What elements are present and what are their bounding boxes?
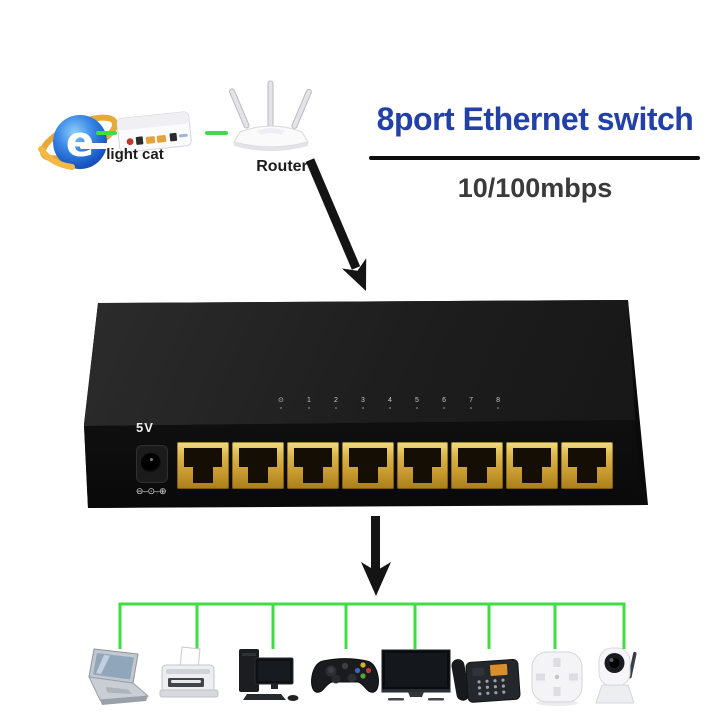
title-divider [369, 156, 700, 160]
access-point-icon [531, 651, 583, 706]
arrow-switch-to-devices [361, 516, 391, 596]
device-game-controller [307, 645, 383, 713]
polarity-symbol: ⊖–⊙–⊕ [135, 486, 167, 496]
ip-phone-icon [451, 658, 521, 703]
led-label-3: 3 [361, 397, 365, 409]
led-label-1: 1 [307, 397, 311, 409]
rj45-port [341, 442, 394, 489]
led-label-4: 4 [388, 397, 392, 409]
printer-icon [159, 646, 219, 698]
tree-backbone [118, 602, 626, 649]
device-laptop [80, 645, 156, 713]
led-indicator-row: ⊙ 1 2 3 4 5 6 7 8 [278, 397, 500, 409]
router-icon [229, 80, 312, 151]
device-printer [152, 645, 228, 713]
product-title: 8port Ethernet switch [376, 101, 694, 137]
tv-icon [381, 649, 451, 701]
rj45-port [286, 442, 339, 489]
rj45-port [506, 442, 559, 489]
dc-power-jack [136, 445, 168, 483]
svg-text:e: e [66, 117, 95, 166]
modem-icon [116, 111, 192, 153]
device-tv [378, 645, 454, 713]
rj45-port [451, 442, 504, 489]
link-dash-modem-router [205, 131, 228, 135]
rj45-port [396, 442, 449, 489]
network-tree [118, 602, 626, 649]
rj45-port [231, 442, 284, 489]
switch-top-face [84, 300, 635, 426]
ethernet-switch: ⊙ 1 2 3 4 5 6 7 8 5V ⊖–⊙–⊕ [83, 294, 649, 510]
led-label-5: 5 [415, 397, 419, 409]
game-controller-icon [311, 658, 379, 693]
modem-label: light cat [106, 146, 164, 163]
device-access-point [519, 645, 595, 713]
rj45-port [177, 442, 229, 489]
device-ip-camera [580, 645, 656, 713]
power-voltage-label: 5V [136, 420, 154, 435]
link-dash-internet-modem [96, 131, 117, 135]
rj45-port-bank [177, 442, 613, 489]
led-label-power-icon: ⊙ [278, 397, 284, 409]
led-label-7: 7 [469, 397, 473, 409]
device-ip-phone [449, 645, 525, 713]
arrow-router-to-switch [305, 158, 367, 291]
dc-jack-pin [150, 458, 153, 461]
desktop-pc-icon [239, 649, 299, 701]
dc-jack-hole [141, 453, 161, 473]
ip-camera-icon [595, 647, 637, 704]
internet-explorer-logo: e [38, 114, 119, 170]
router-label: Router [256, 158, 308, 175]
laptop-icon [88, 648, 150, 705]
led-label-2: 2 [334, 397, 338, 409]
led-label-6: 6 [442, 397, 446, 409]
rj45-port [561, 442, 613, 489]
led-label-8: 8 [496, 397, 500, 409]
device-desktop-pc [229, 645, 305, 713]
product-speed-subtitle: 10/100mbps [457, 173, 613, 203]
